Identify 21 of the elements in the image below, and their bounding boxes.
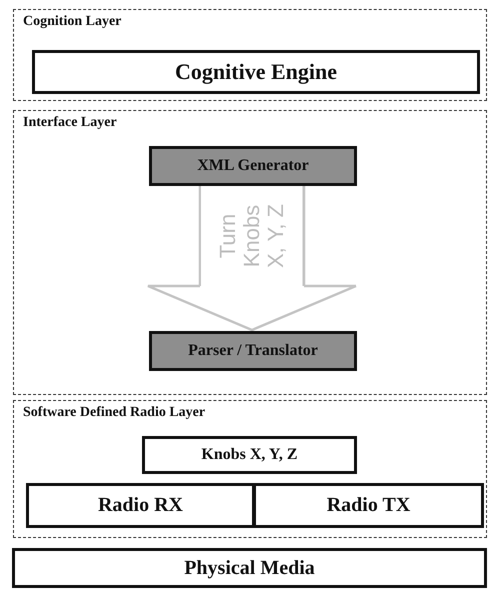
component-label: Parser / Translator (188, 342, 318, 360)
layer-panel (13, 9, 487, 101)
component-label: Cognitive Engine (175, 59, 337, 85)
module-box (149, 146, 357, 186)
edge-label: Turn Knobs X, Y, Z (216, 202, 288, 270)
layer-title: Software Defined Radio Layer (23, 405, 206, 421)
component-label: XML Generator (197, 157, 309, 175)
component-box (32, 50, 480, 94)
layer-panel (13, 110, 487, 395)
layer-title: Interface Layer (23, 115, 117, 131)
module-box (149, 331, 357, 371)
layer-panel (13, 400, 487, 538)
component-label: Knobs X, Y, Z (201, 446, 298, 464)
component-label: Radio RX (98, 494, 183, 517)
layer-title: Cognition Layer (23, 14, 122, 30)
component-label: Physical Media (184, 556, 315, 580)
component-label: Radio TX (326, 494, 410, 517)
component-box (253, 483, 484, 528)
component-box (142, 436, 357, 474)
component-box (26, 483, 255, 528)
component-box (12, 548, 487, 588)
